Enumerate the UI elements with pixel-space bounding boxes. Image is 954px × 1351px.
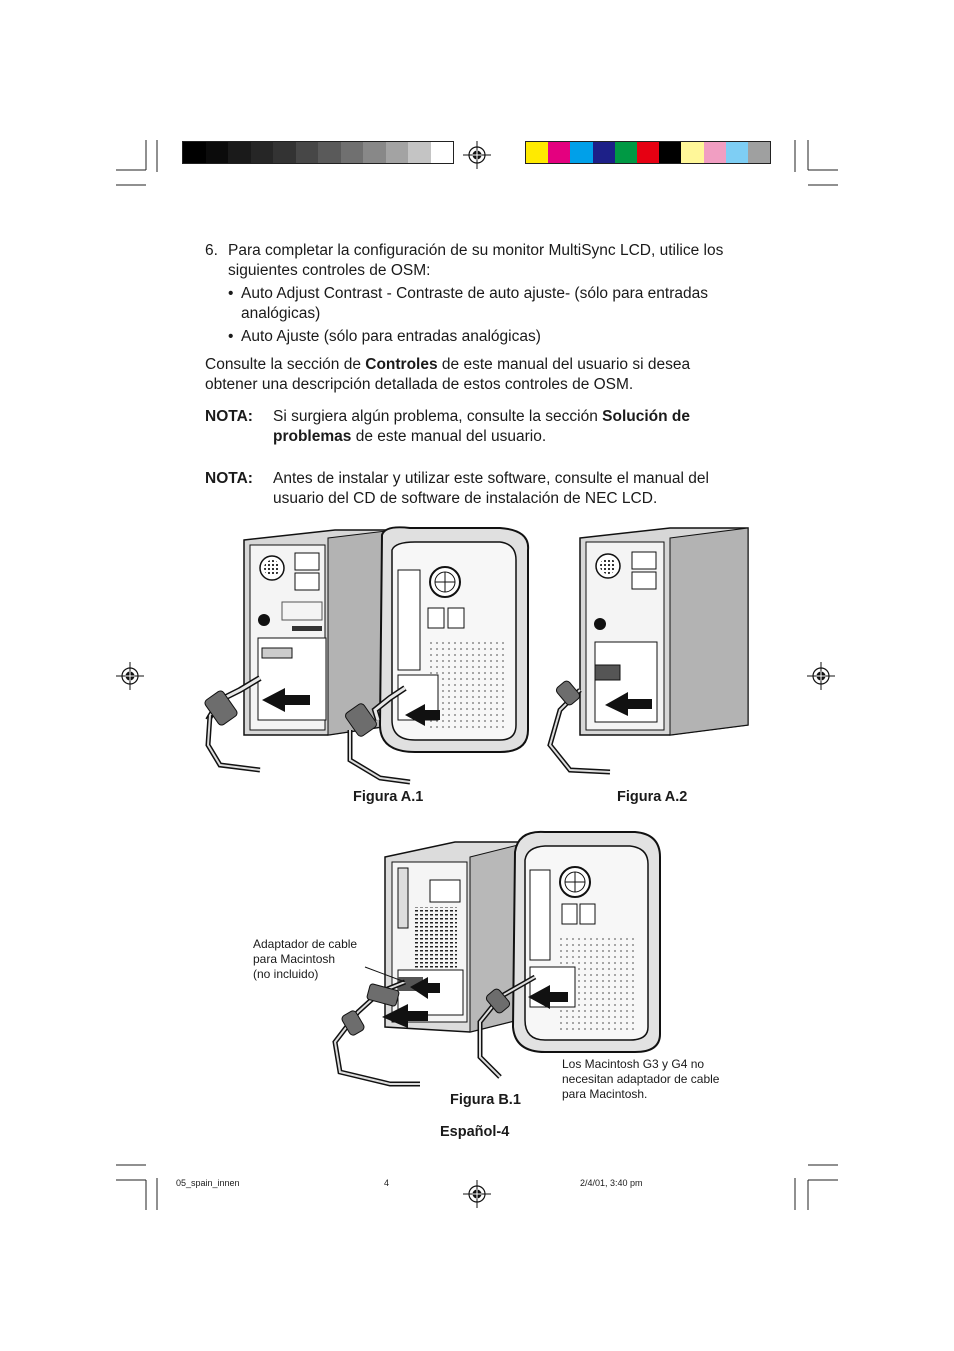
step-number: 6. [205,242,218,259]
nota1-text: Si surgiera algún problema, consulte la … [273,407,743,447]
color-swatch [318,142,341,163]
color-swatch [228,142,251,163]
color-swatch [614,142,637,163]
color-swatch [430,142,453,163]
registration-mark-right [807,662,835,690]
step-text: Para completar la configuración de su mo… [228,242,724,279]
registration-mark-top [463,141,491,169]
mac-tower-a1 [345,526,530,785]
color-swatch [548,142,571,163]
bullet-marker: • [228,285,234,302]
bullet-marker: • [228,328,234,345]
figure-b1-caption: Figura B.1 [450,1092,521,1108]
adapter-note-line: Adaptador de cable [253,937,358,951]
mac-note: Los Macintosh G3 y G4 no necesitan adapt… [562,1057,752,1102]
color-swatch [363,142,386,163]
troubleshooting-link-text: Solución de problemas [273,408,690,445]
color-swatch [250,142,273,163]
consult-paragraph: Consulte la sección de Controles de este… [205,355,735,395]
color-bar [525,141,772,164]
nota1-pre: Si surgiera algún problema, consulte la … [273,408,603,425]
color-swatch [526,142,549,163]
color-swatch [183,142,206,163]
nota1-label-text: NOTA: [205,408,253,425]
adapter-note: Adaptador de cable para Macintosh (no in… [253,937,383,982]
nota1-post: de este manual del usuario. [351,428,547,445]
color-swatch [681,142,704,163]
mac-note-line: necesitan adaptador de cable [562,1072,720,1086]
slug-page-number: 4 [384,1178,390,1188]
nota2-label: NOTA: [205,470,253,487]
grayscale-bar [182,141,454,164]
color-swatch [205,142,228,163]
controls-link-text: Controles [365,356,438,373]
figure-a2-caption: Figura A.2 [617,789,688,805]
figure-a1-caption: Figura A.1 [353,789,424,805]
color-swatch [659,142,682,163]
figure-a-illustration [204,526,749,785]
mac-note-line: Los Macintosh G3 y G4 no [562,1057,705,1071]
slug-timestamp: 2/4/01, 3:40 pm [580,1178,643,1188]
adapter-note-line: (no incluido) [253,967,319,981]
consult-text-end: de este manual del usuario si desea obte… [205,356,691,393]
color-swatch [273,142,296,163]
slug-file-name: 05_spain_innen [176,1178,240,1188]
figure-b-illustration [332,830,661,1087]
color-swatch [340,142,363,163]
color-swatch [408,142,431,163]
color-swatch [747,142,771,163]
registration-mark-bottom [463,1180,491,1208]
color-swatch [295,142,318,163]
pc-tower-a1 [204,529,396,773]
bullet-auto-contrast: Auto Adjust Contrast - Contraste de auto… [241,285,708,322]
pc-tower-a2 [547,527,749,775]
page-label: Español-4 [440,1124,510,1140]
color-swatch [570,142,593,163]
color-swatch [592,142,615,163]
color-swatch [725,142,748,163]
consult-text: Consulte la sección de [205,356,366,373]
color-swatch [703,142,726,163]
mac-tower-b1 [511,830,661,1053]
registration-mark-left [116,662,144,690]
nota2-text: Antes de instalar y utilizar este softwa… [273,470,709,507]
color-swatch [636,142,660,163]
adapter-note-line: para Macintosh [253,952,336,966]
color-swatch [385,142,408,163]
mac-note-line: para Macintosh. [562,1087,648,1101]
bullet-auto-adjust: Auto Ajuste (sólo para entradas analógic… [241,328,541,345]
